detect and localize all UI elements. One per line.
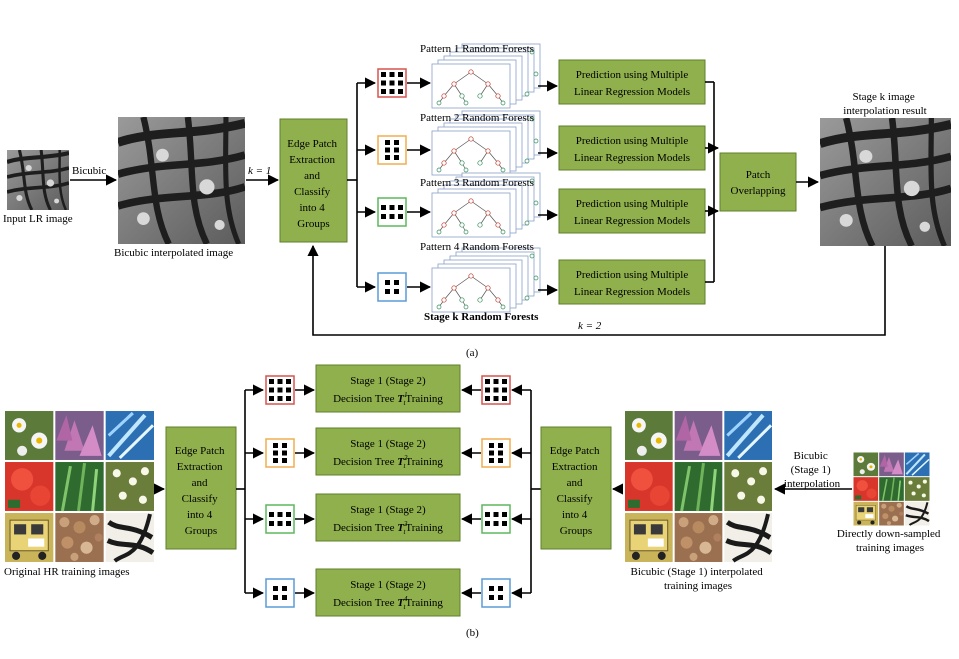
training-image-collage bbox=[853, 452, 930, 526]
pattern-grid-icon bbox=[265, 578, 295, 608]
edge-patch-text-b-right: Edge Patch Extraction and Classify into … bbox=[550, 445, 603, 537]
bicubic-label: Bicubic bbox=[72, 165, 106, 177]
random-forest-stack bbox=[431, 247, 541, 313]
bicubic-training-label: Bicubic (Stage 1) interpolated training … bbox=[630, 566, 765, 592]
input-lr-image bbox=[7, 150, 69, 210]
pattern-grid-icon bbox=[377, 272, 407, 302]
training-image-collage bbox=[624, 410, 773, 563]
downsampled-label: Directly down-sampled training images bbox=[837, 528, 943, 554]
part-b: Original HR training images Edge Patch E… bbox=[4, 364, 943, 639]
pattern-4-title: Pattern 4 Random Forests bbox=[420, 241, 534, 253]
svg-text:Stage 1 (Stage 2): Stage 1 (Stage 2) bbox=[350, 375, 426, 387]
input-lr-image-label: Input LR image bbox=[3, 213, 73, 225]
result-label: Stage k image interpolation result bbox=[843, 91, 926, 117]
k2-label: k = 2 bbox=[578, 320, 602, 332]
pattern-2-title: Pattern 2 Random Forests bbox=[420, 112, 534, 124]
pattern-grid-icon bbox=[481, 504, 511, 534]
pattern-grid-icon bbox=[481, 578, 511, 608]
feedback-loop bbox=[307, 244, 886, 336]
edge-patch-box-b-left bbox=[165, 426, 237, 550]
k1-label: k = 1 bbox=[248, 165, 271, 177]
caption-b: (b) bbox=[466, 627, 479, 639]
pattern-grid-icon bbox=[481, 375, 511, 405]
training-image-collage bbox=[4, 410, 155, 563]
edge-patch-text-b-left: Edge Patch Extraction and Classify into … bbox=[175, 445, 228, 537]
pattern-grid-icon bbox=[265, 438, 295, 468]
bicubic-interpolated-image bbox=[118, 117, 245, 244]
pattern-3-title: Pattern 3 Random Forests bbox=[420, 177, 534, 189]
stage-k-forests-label: Stage k Random Forests bbox=[424, 311, 539, 323]
bicubic-image-label: Bicubic interpolated image bbox=[114, 247, 233, 259]
stage-k-result-image bbox=[820, 118, 951, 246]
pattern-grid-icon bbox=[265, 375, 295, 405]
original-hr-label: Original HR training images bbox=[4, 566, 130, 578]
pattern-grid-icon bbox=[377, 197, 407, 227]
part-a: Input LR image Bicubic Bicubic interpola… bbox=[3, 43, 951, 359]
bicubic-stage1-label: Bicubic (Stage 1) interpolation bbox=[784, 450, 841, 490]
svg-text:Stage 1 (Stage 2): Stage 1 (Stage 2) bbox=[350, 504, 426, 516]
edge-patch-box-b-right bbox=[540, 426, 612, 550]
pattern-grid-icon bbox=[265, 504, 295, 534]
pattern-1-title: Pattern 1 Random Forests bbox=[420, 43, 534, 55]
svg-text:Stage 1 (Stage 2): Stage 1 (Stage 2) bbox=[350, 438, 426, 450]
edge-patch-text-a: Edge Patch Extraction and Classify into … bbox=[287, 138, 340, 230]
svg-text:Stage 1 (Stage 2): Stage 1 (Stage 2) bbox=[350, 579, 426, 591]
pattern-grid-icon bbox=[377, 68, 407, 98]
pattern-grid-icon bbox=[481, 438, 511, 468]
caption-a: (a) bbox=[466, 347, 479, 359]
edge-patch-box-a bbox=[279, 118, 348, 243]
pattern-grid-icon bbox=[377, 135, 407, 165]
